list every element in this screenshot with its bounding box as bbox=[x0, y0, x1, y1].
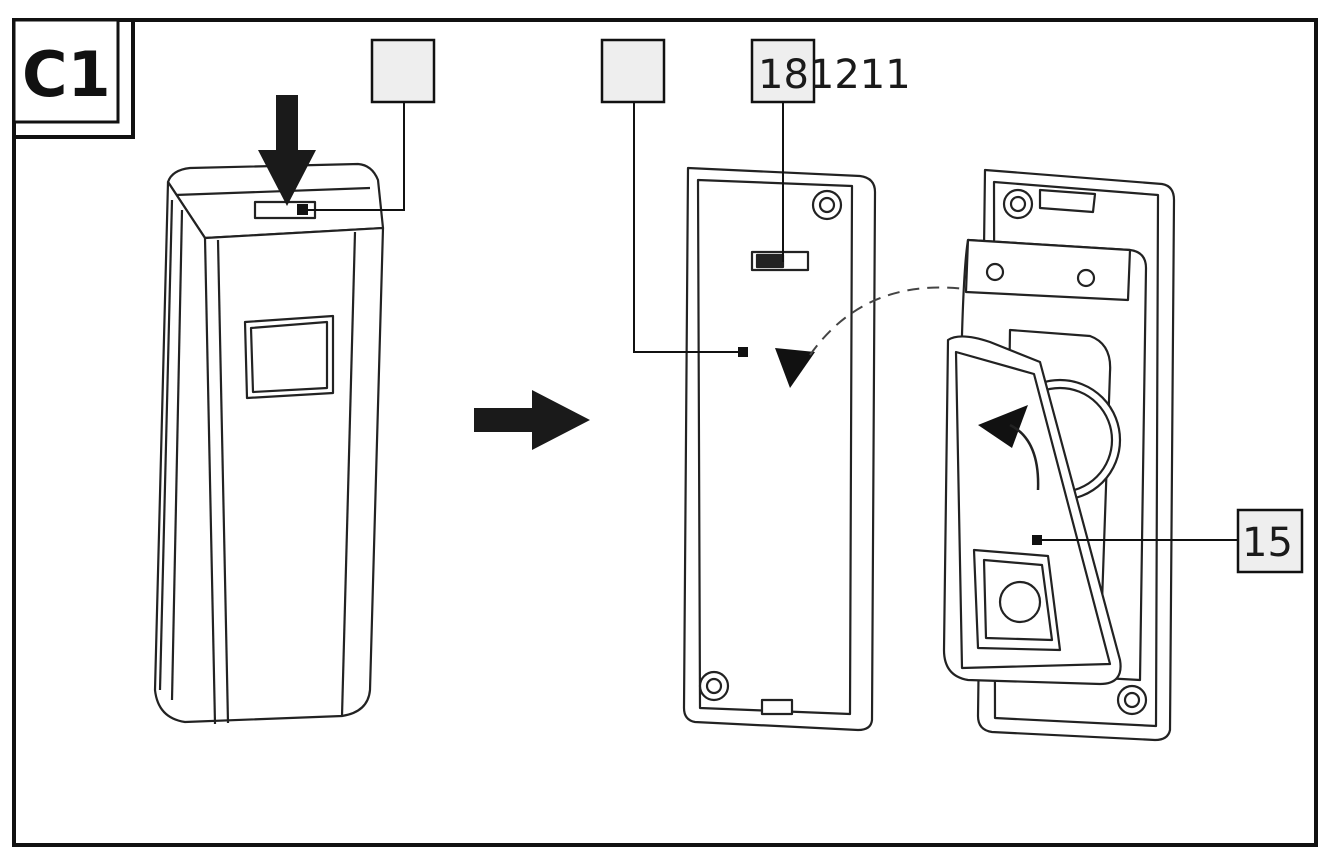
rotate-arrow-icon bbox=[775, 348, 815, 388]
callout-1 bbox=[297, 38, 436, 215]
callout-4-label: 15 bbox=[1242, 520, 1293, 566]
open-housing bbox=[942, 168, 1176, 742]
battery-cover-rotate-arrow-icon bbox=[978, 405, 1028, 448]
rotation-path bbox=[809, 286, 986, 356]
figure-frame bbox=[12, 18, 1318, 847]
press-down-arrow-icon bbox=[258, 95, 316, 206]
callout-4: 15 bbox=[1032, 508, 1304, 574]
callout-3: 181211 bbox=[750, 38, 911, 262]
closed-device bbox=[153, 162, 385, 725]
callout-3-label: 181211 bbox=[758, 52, 911, 98]
callout-2 bbox=[600, 38, 748, 357]
step-badge-label: C1 bbox=[22, 38, 111, 111]
step-badge: C1 bbox=[12, 18, 135, 139]
battery-cover-rotate-path bbox=[1009, 423, 1040, 491]
next-step-arrow-icon bbox=[474, 390, 590, 450]
back-cover bbox=[682, 166, 877, 732]
